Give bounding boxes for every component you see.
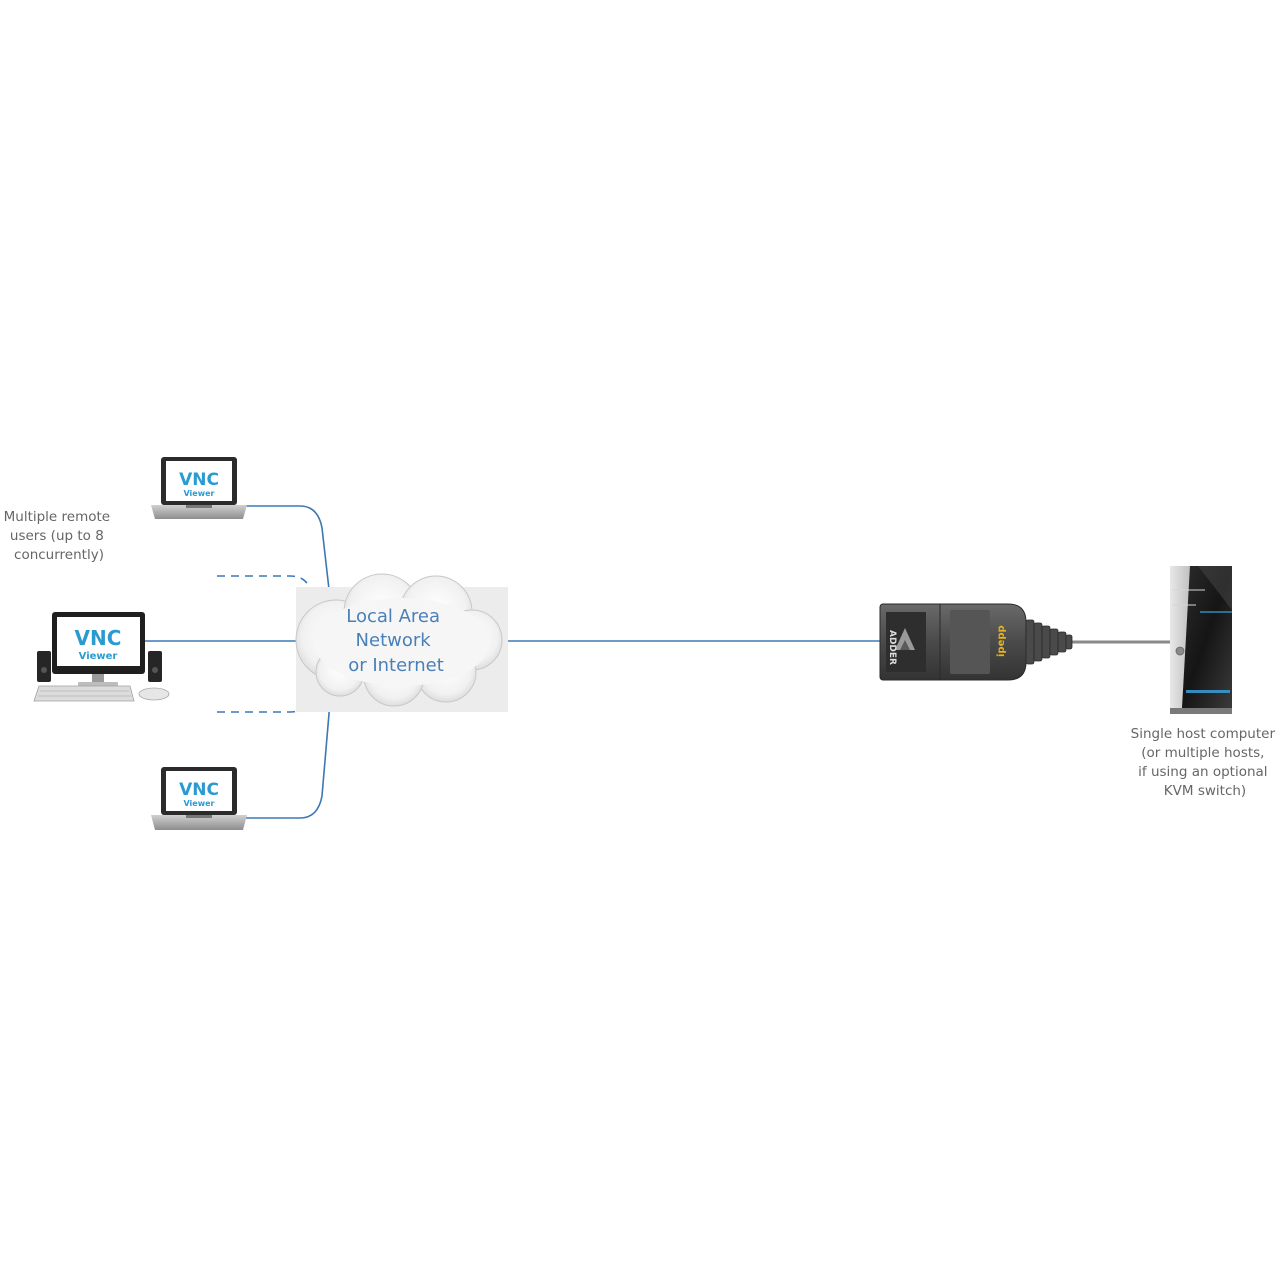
host-tower	[1170, 566, 1232, 714]
vnc-logo-top: VNC	[179, 470, 219, 490]
vnc-caption-bottom: Viewer	[184, 799, 215, 808]
vnc-caption-desktop: Viewer	[79, 651, 118, 662]
vnc-logo-bottom: VNC	[179, 780, 219, 800]
laptop-bottom: VNC Viewer	[151, 767, 247, 830]
host-label: Single host computer (or multiple hosts,…	[1131, 726, 1280, 799]
desktop-computer: VNC Viewer	[33, 612, 170, 702]
cloud-label-line-3: or Internet	[348, 655, 444, 676]
host-label-line-3: if using an optional	[1138, 764, 1267, 780]
remote-users-label: Multiple remote users (up to 8 concurren…	[4, 509, 115, 563]
host-label-line-1: Single host computer	[1131, 726, 1276, 742]
host-label-line-4: KVM switch)	[1164, 783, 1246, 799]
cloud-label-line-1: Local Area	[346, 606, 440, 627]
remote-users-line-1: Multiple remote	[4, 509, 110, 525]
network-cloud: Local Area Network or Internet	[295, 573, 508, 712]
host-label-line-2: (or multiple hosts,	[1141, 745, 1264, 761]
remote-users-line-3: concurrently)	[14, 547, 104, 563]
vnc-caption-top: Viewer	[184, 489, 215, 498]
link-laptop-bottom	[244, 701, 331, 819]
device-brand: ADDER	[887, 630, 897, 665]
cloud-label-line-2: Network	[356, 630, 432, 651]
connection-lines	[145, 505, 882, 819]
link-laptop-top	[244, 505, 331, 599]
vnc-logo-desktop: VNC	[75, 626, 122, 650]
device-model: ipepp	[996, 625, 1007, 657]
laptop-top: VNC Viewer	[151, 457, 247, 519]
ip-kvm-device: ADDER ipepp	[879, 603, 1073, 681]
cloud-label: Local Area Network or Internet	[346, 606, 446, 676]
remote-users-line-2: users (up to 8	[10, 528, 104, 544]
device-cable-strain-relief	[1025, 619, 1073, 665]
